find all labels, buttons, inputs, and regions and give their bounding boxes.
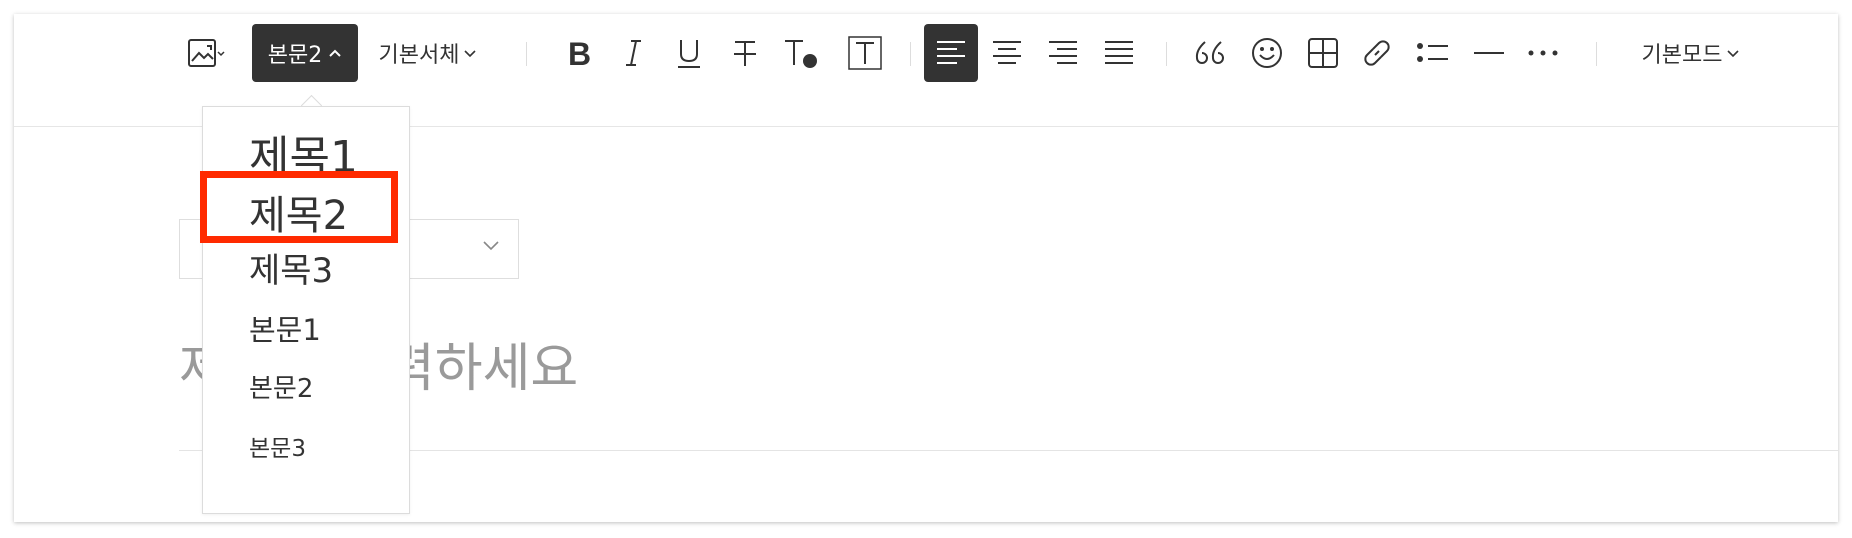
- link-icon: [1364, 40, 1390, 66]
- horizontal-line-button[interactable]: [1464, 24, 1514, 82]
- strikethrough-button[interactable]: [720, 24, 770, 82]
- align-left-button[interactable]: [924, 24, 978, 82]
- chevron-down-icon: [464, 50, 477, 58]
- image-icon: [188, 39, 225, 67]
- align-right-icon: [1049, 41, 1077, 64]
- strikethrough-icon: [734, 41, 756, 66]
- align-center-icon: [993, 41, 1021, 64]
- menu-item-body1[interactable]: 본문1: [249, 313, 321, 347]
- underline-icon: [678, 40, 700, 68]
- menu-item-heading2[interactable]: 제목2: [249, 193, 349, 239]
- bold-icon: B: [568, 36, 591, 70]
- editor-toolbar: 본문2 기본서체 B: [14, 14, 1838, 127]
- horizontal-line-icon: [1474, 52, 1504, 54]
- mode-dropdown[interactable]: 기본모드: [1632, 24, 1750, 82]
- align-justify-icon: [1105, 41, 1133, 64]
- insert-image-button[interactable]: [182, 24, 232, 82]
- text-background-button[interactable]: [840, 24, 890, 82]
- font-family-dropdown[interactable]: 기본서체: [372, 24, 484, 82]
- editor-window: 본문2 기본서체 B: [14, 14, 1838, 522]
- chevron-down-icon: [483, 241, 499, 251]
- chevron-up-icon: [329, 49, 341, 57]
- chevron-down-icon: [1727, 50, 1740, 58]
- bold-button[interactable]: B: [554, 24, 604, 82]
- paragraph-style-label: 본문2: [267, 43, 323, 68]
- menu-item-body3[interactable]: 본문3: [249, 436, 306, 462]
- toolbar-separator: [526, 42, 527, 66]
- table-button[interactable]: [1298, 24, 1348, 82]
- paragraph-style-menu: 제목1 제목2 제목3 본문1 본문2 본문3: [202, 106, 410, 514]
- toolbar-separator: [910, 42, 911, 66]
- italic-button[interactable]: [608, 24, 658, 82]
- align-justify-button[interactable]: [1092, 24, 1146, 82]
- underline-button[interactable]: [664, 24, 714, 82]
- menu-item-heading3[interactable]: 제목3: [249, 251, 334, 291]
- align-right-button[interactable]: [1036, 24, 1090, 82]
- font-family-label: 기본서체: [378, 43, 460, 68]
- align-center-button[interactable]: [980, 24, 1034, 82]
- text-color-button[interactable]: [774, 24, 830, 82]
- more-icon: [1528, 50, 1558, 56]
- menu-item-body2[interactable]: 본문2: [249, 374, 314, 404]
- more-button[interactable]: [1518, 24, 1568, 82]
- emoji-button[interactable]: [1242, 24, 1292, 82]
- toolbar-separator: [1596, 42, 1597, 66]
- table-icon: [1308, 38, 1338, 68]
- title-divider: [179, 450, 1838, 451]
- emoji-icon: [1252, 38, 1282, 68]
- text-background-icon: [848, 36, 882, 70]
- svg-text:B: B: [568, 36, 591, 70]
- toolbar-separator: [1166, 42, 1167, 66]
- highlight-box: [200, 171, 398, 243]
- list-button[interactable]: [1408, 24, 1458, 82]
- text-color-icon: [785, 40, 817, 68]
- list-icon: [1417, 43, 1448, 62]
- align-left-icon: [937, 41, 965, 64]
- italic-icon: [626, 40, 641, 66]
- quote-icon: [1195, 41, 1224, 64]
- quote-button[interactable]: [1186, 24, 1236, 82]
- link-button[interactable]: [1352, 24, 1402, 82]
- mode-label: 기본모드: [1641, 43, 1723, 68]
- paragraph-style-dropdown[interactable]: 본문2: [252, 24, 358, 82]
